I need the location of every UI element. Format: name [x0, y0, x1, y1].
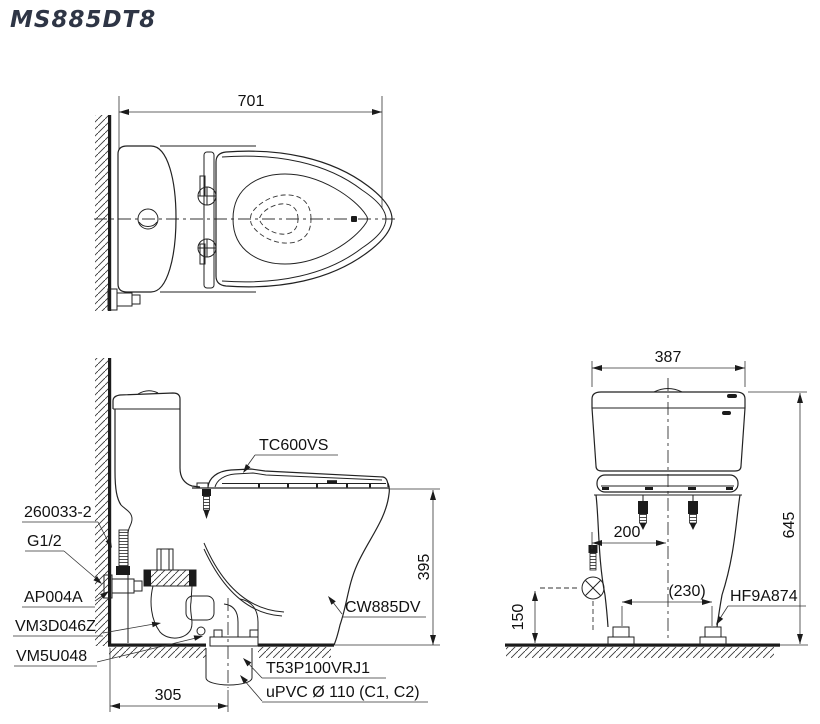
supply-stop-valve-icon — [540, 545, 605, 632]
bowl-model-label: CW885DV — [345, 599, 421, 616]
bowl-internals — [143, 542, 285, 688]
pipe-spec-label: uPVC Ø 110 (C1, C2) — [266, 684, 420, 701]
flush-knob — [137, 208, 159, 230]
gasket-part-label: VM3D046Z — [15, 618, 96, 635]
side-view-tank — [112, 390, 201, 643]
rear-view: 387 645 200 (230) — [505, 349, 808, 658]
dim-230: (230) — [621, 583, 713, 626]
dim-395: 395 — [389, 488, 440, 645]
seat-bolt-left-icon — [638, 495, 648, 530]
dim-150-label: 150 — [510, 604, 527, 631]
dim-395-label: 395 — [416, 554, 433, 581]
side-view-floor — [108, 643, 440, 658]
bolt-part-label: 260033-2 — [24, 504, 92, 521]
seat-bolt-right-icon — [688, 495, 698, 530]
bowl-exterior-curve — [333, 482, 390, 646]
rear-view-floor — [505, 643, 808, 658]
dim-200: 200 — [591, 524, 666, 549]
hinge-bolt-top-icon — [197, 186, 217, 206]
cap-part-label: HF9A874 — [730, 588, 798, 605]
brand-logo-mark — [727, 394, 737, 398]
flange-part-label: T53P100VRJ1 — [266, 660, 370, 677]
dim-645: 645 — [748, 391, 807, 644]
cap-part-callout: HF9A874 — [716, 588, 806, 625]
supply-riser — [118, 529, 129, 569]
side-view-labels: TC600VS 260033-2 G1/2 AP004A VM3D046Z VM… — [13, 437, 428, 703]
top-view-supply-valve — [107, 288, 141, 311]
trapway-seal — [185, 595, 215, 621]
dim-701-label: 701 — [238, 93, 265, 110]
bolt-cap-left — [607, 626, 635, 646]
top-view-tank — [117, 145, 177, 293]
bolt-cap-right — [699, 626, 727, 646]
dim-387: 387 — [591, 349, 746, 387]
rear-view-pedestal — [595, 494, 741, 628]
side-view-seat — [192, 468, 389, 519]
angle-valve-assembly — [103, 529, 143, 599]
thread-size-label: G1/2 — [27, 533, 62, 550]
seat-fixing-bolt-icon — [202, 489, 211, 519]
water-surface-outline — [250, 194, 312, 244]
page-title: MS885DT8 — [10, 7, 156, 33]
soil-pipe — [205, 648, 253, 686]
valve-part-label: AP004A — [24, 589, 83, 606]
seat-model-label: TC600VS — [259, 437, 328, 454]
flush-valve-body — [150, 585, 193, 639]
tank-button-mark — [722, 411, 731, 415]
top-view: 701 — [94, 93, 396, 311]
dim-387-label: 387 — [655, 349, 682, 366]
side-view-wall — [95, 358, 112, 646]
side-view: TC600VS 260033-2 G1/2 AP004A VM3D046Z VM… — [13, 358, 440, 712]
seat-opening — [232, 173, 368, 265]
dim-200-label: 200 — [614, 524, 641, 541]
outlet-flange — [209, 636, 259, 647]
dim-701: 701 — [118, 93, 383, 208]
dim-305: 305 — [109, 648, 229, 712]
dim-645-label: 645 — [781, 512, 798, 539]
tank-gasket — [143, 569, 197, 587]
dim-230-label: (230) — [668, 583, 705, 600]
top-view-wall — [95, 115, 112, 311]
dim-305-label: 305 — [155, 687, 182, 704]
rear-view-seat — [594, 474, 742, 496]
seat-hinge-plate — [197, 151, 217, 289]
trapway-part-label: VM5U048 — [16, 648, 87, 665]
dim-150: 150 — [510, 591, 538, 643]
rear-view-tank — [591, 388, 746, 472]
top-view-seat-lid — [215, 150, 393, 288]
hinge-bolt-bottom-icon — [197, 238, 217, 258]
